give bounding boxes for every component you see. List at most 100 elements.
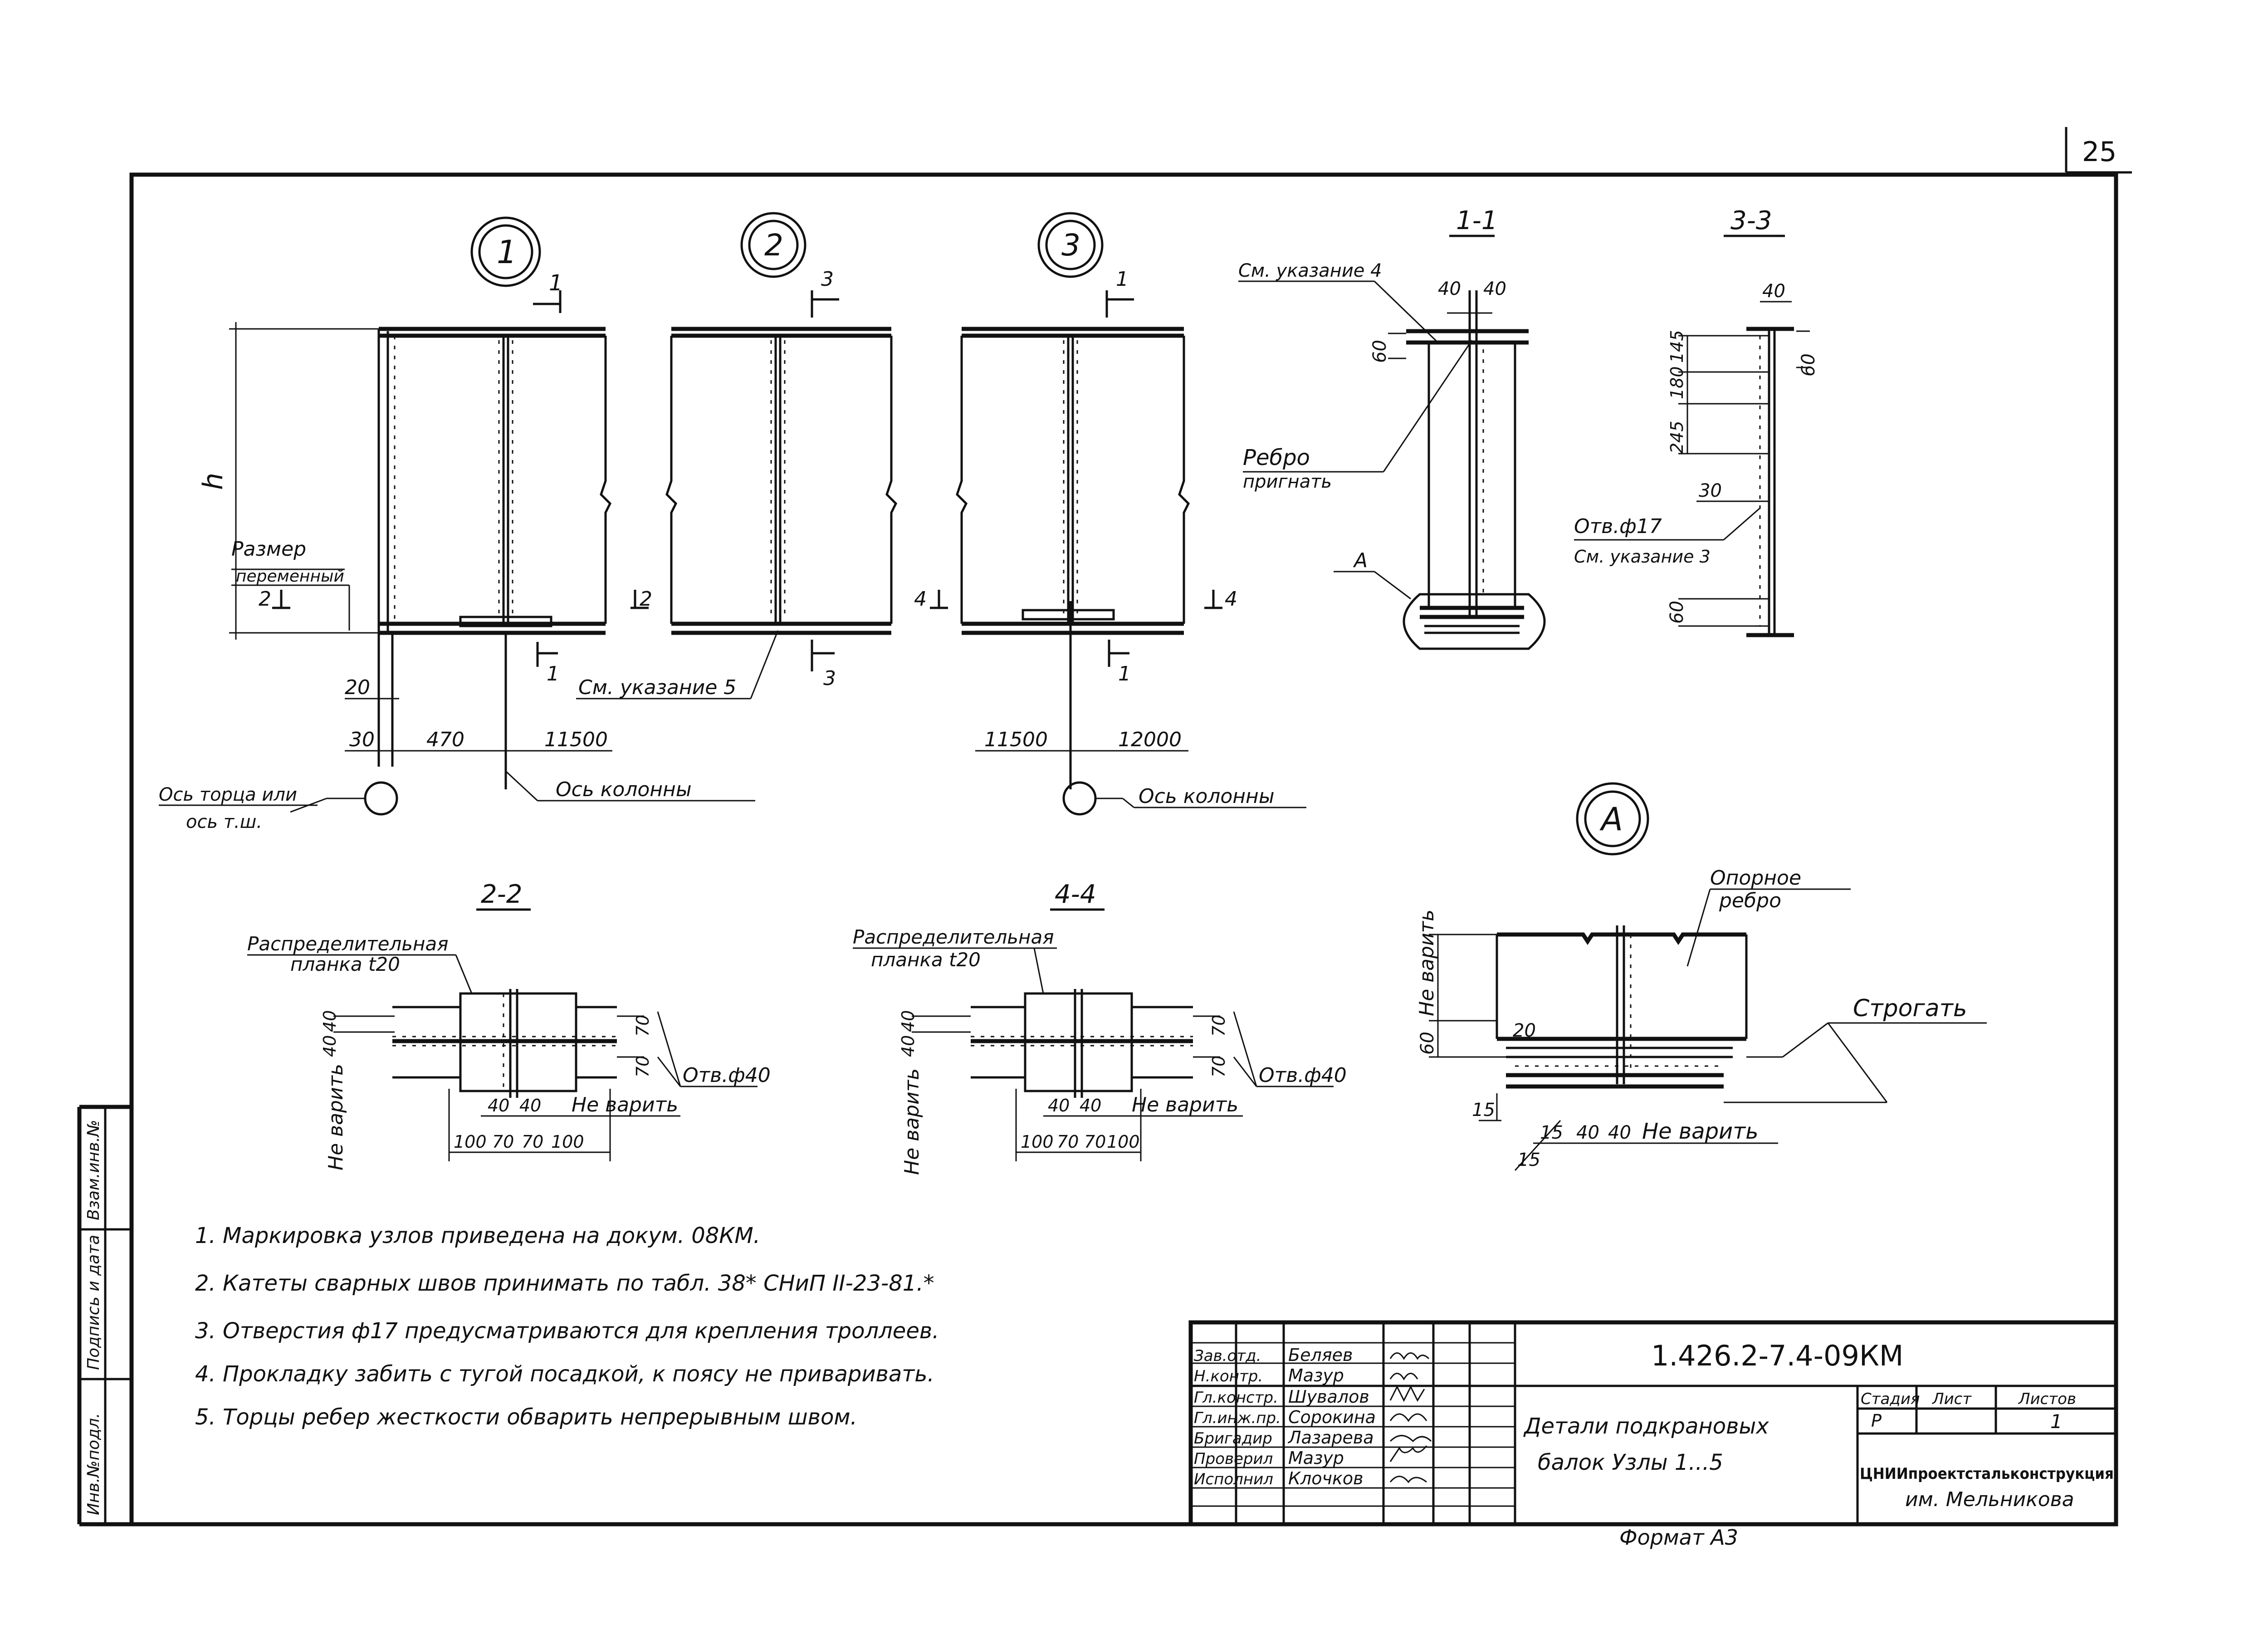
dim-12000: 12000 xyxy=(1118,728,1182,751)
bearing-rib-label: Опорное xyxy=(1710,866,1801,890)
section-a-marker: А xyxy=(1353,549,1368,572)
cut-4-left: 4 xyxy=(914,587,927,611)
dim-70-c: 70 xyxy=(492,1132,514,1152)
dim-40-f: 40 xyxy=(488,1096,509,1116)
dim-70-b: 70 xyxy=(633,1056,653,1077)
dim-180: 180 xyxy=(1667,366,1687,399)
dim-40-l: 40 xyxy=(1576,1122,1599,1143)
section-3-3: 3-3 40 245 180 145 60 30 Отв.ф17 См. ука… xyxy=(1574,206,1819,637)
no-weld-d: Не варить xyxy=(572,1093,678,1116)
node-2-label: 2 xyxy=(764,228,783,263)
cut-1-top: 1 xyxy=(549,270,563,296)
dist-plate-label-2: планка t20 xyxy=(290,953,400,975)
node-2-detail: 2 3 3 См. указание 5 xyxy=(576,212,898,700)
dim-11500-a: 11500 xyxy=(544,728,608,751)
dim-70-a: 70 xyxy=(633,1015,653,1037)
name-3: Шувалов xyxy=(1288,1387,1369,1407)
dim-70-h: 70 xyxy=(1084,1132,1106,1152)
role-7: Исполнил xyxy=(1194,1470,1273,1488)
dim-470: 470 xyxy=(426,728,464,751)
note-1: 1. Маркировка узлов приведена на докум. … xyxy=(195,1223,760,1248)
note-5: 5. Торцы ребер жесткости обварить непрер… xyxy=(195,1404,857,1430)
stage-header: Стадия xyxy=(1861,1390,1920,1408)
dim-60-c: 60 xyxy=(1667,601,1687,624)
doc-code: 1.426.2-7.4-09КМ xyxy=(1651,1339,1903,1372)
dim-h: h xyxy=(197,473,229,490)
section-4-4-title: 4-4 xyxy=(1055,880,1096,909)
column-axis-label-2: Ось колонны xyxy=(1139,785,1275,808)
hole-17-label: Отв.ф17 xyxy=(1574,515,1662,538)
dim-100-b: 100 xyxy=(551,1132,584,1152)
name-6: Мазур xyxy=(1288,1448,1344,1468)
role-5: Бригадир xyxy=(1194,1429,1272,1448)
node-a-label: А xyxy=(1599,801,1623,838)
dim-40-j: 40 xyxy=(1048,1096,1070,1116)
page-number: 25 xyxy=(2082,136,2116,168)
rib-label-2: пригнать xyxy=(1243,471,1332,492)
dim-40-i: 40 xyxy=(898,1035,918,1057)
dim-60-a: 60 xyxy=(1369,340,1390,363)
section-2-2: 2-2 Распределительная планка t20 40 40 Н… xyxy=(247,880,771,1170)
name-5: Лазарева xyxy=(1287,1428,1374,1448)
dim-40-d: 40 xyxy=(320,1010,340,1032)
hole-40-label-b: Отв.ф40 xyxy=(1259,1064,1347,1087)
razmer-label-2: переменный xyxy=(236,567,344,586)
stage-value: Р xyxy=(1871,1411,1882,1431)
format-label: Формат А3 xyxy=(1619,1525,1738,1550)
cut-2-left: 2 xyxy=(259,587,271,611)
dim-60-b: 60 xyxy=(1798,353,1819,377)
node-1-detail: 1 1 h Размер переменный 2 xyxy=(159,216,755,832)
side-stamp-3: Инв.№подл. xyxy=(84,1413,103,1515)
notes: 1. Маркировка узлов приведена на докум. … xyxy=(195,1223,939,1430)
rib-label: Ребро xyxy=(1243,445,1310,470)
dim-145: 145 xyxy=(1667,330,1687,363)
column-axis-label-1: Ось колонны xyxy=(556,778,692,801)
role-6: Проверил xyxy=(1194,1450,1273,1468)
role-4: Гл.инж.пр. xyxy=(1194,1409,1281,1427)
title-block: Зав.отд. Н.контр. Гл.констр. Гл.инж.пр. … xyxy=(1188,1320,2118,1527)
organization: ЦНИИпроектстальконструкция xyxy=(1860,1465,2114,1483)
hole-40-label-a: Отв.ф40 xyxy=(683,1064,771,1087)
see-note-4: См. указание 4 xyxy=(1238,260,1382,281)
razmer-label: Размер xyxy=(231,538,306,561)
dim-245: 245 xyxy=(1667,421,1687,454)
sheets-header: Листов xyxy=(2018,1390,2076,1408)
note-2: 2. Катеты сварных швов принимать по табл… xyxy=(195,1271,934,1296)
dim-20-b: 20 xyxy=(1513,1020,1536,1041)
dim-40-k: 40 xyxy=(1080,1096,1101,1116)
dim-11500-b: 11500 xyxy=(984,728,1048,751)
dim-70-e: 70 xyxy=(1209,1015,1229,1037)
note-4: 4. Прокладку забить с тугой посадкой, к … xyxy=(195,1361,934,1387)
role-3: Гл.констр. xyxy=(1194,1389,1278,1407)
drawing-title-1: Детали подкрановых xyxy=(1523,1414,1769,1439)
cut-3-top: 3 xyxy=(821,268,834,291)
dim-15-a: 15 xyxy=(1472,1100,1495,1121)
role-2: Н.контр. xyxy=(1194,1367,1263,1385)
dist-plate-label-b-2: планка t20 xyxy=(871,949,981,971)
dim-40-a: 40 xyxy=(1438,279,1461,299)
side-stamp: Взам.инв.№ Подпись и дата Инв.№подл. xyxy=(84,1120,103,1515)
dim-40-b: 40 xyxy=(1483,279,1506,299)
dim-100-c: 100 xyxy=(1021,1132,1054,1152)
axis-end-label-2: ось т.ш. xyxy=(186,812,262,832)
dim-15-c: 15 xyxy=(1517,1150,1540,1170)
side-stamp-1: Взам.инв.№ xyxy=(84,1120,103,1220)
cut-3-bottom: 3 xyxy=(823,667,836,690)
section-4-4: 4-4 Распределительная планка t20 40 40 Н… xyxy=(853,880,1347,1175)
dim-40-h: 40 xyxy=(898,1010,918,1032)
dist-plate-label: Распределительная xyxy=(247,933,449,955)
signatures xyxy=(1389,1352,1432,1483)
section-2-2-title: 2-2 xyxy=(481,880,522,909)
name-2: Мазур xyxy=(1288,1365,1344,1385)
dim-70-f: 70 xyxy=(1209,1056,1229,1077)
name-4: Сорокина xyxy=(1288,1407,1376,1427)
node-a-detail: А Опорное ребро Строгать Не варить 60 20… xyxy=(1415,782,1987,1171)
dist-plate-label-b: Распределительная xyxy=(853,926,1054,948)
dim-30-b: 30 xyxy=(1699,480,1722,501)
dim-60-d: 60 xyxy=(1417,1032,1438,1055)
dim-100-d: 100 xyxy=(1107,1132,1140,1152)
side-stamp-2: Подпись и дата xyxy=(84,1235,103,1370)
cut-1b-top: 1 xyxy=(1116,268,1129,291)
plane-label: Строгать xyxy=(1853,995,1967,1022)
